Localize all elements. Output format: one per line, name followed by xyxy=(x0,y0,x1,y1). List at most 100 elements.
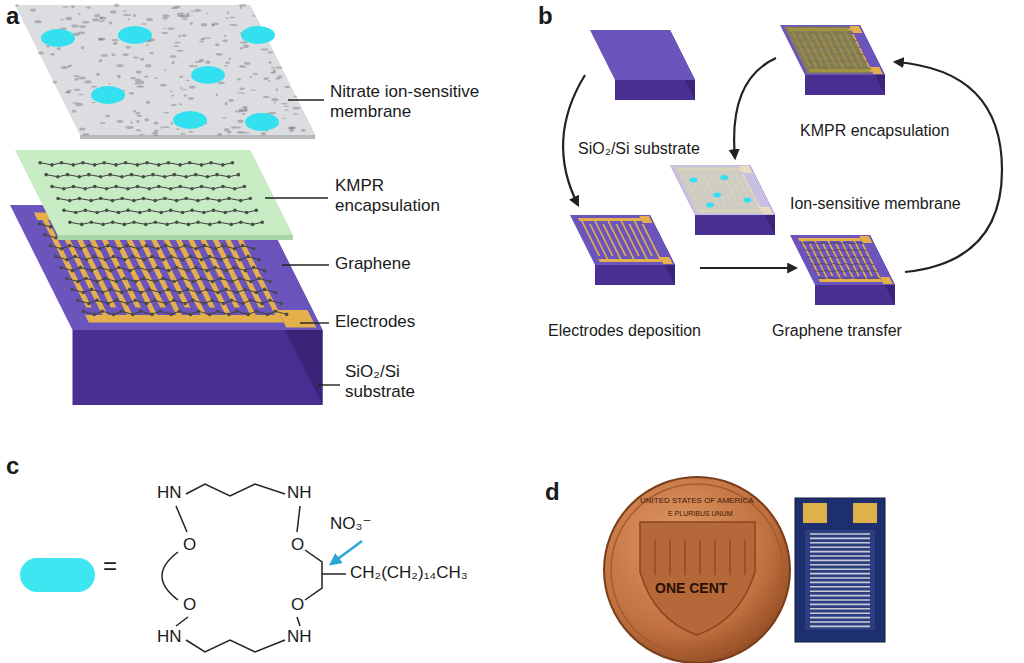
carbon-atom xyxy=(157,163,161,167)
carbon-atom xyxy=(167,288,171,292)
membrane-texture xyxy=(108,83,111,84)
membrane-texture xyxy=(282,118,286,119)
carbon-atom xyxy=(83,187,87,191)
carbon-atom xyxy=(79,247,83,251)
carbon-atom xyxy=(169,313,173,317)
carbon-atom xyxy=(111,220,115,224)
membrane-texture xyxy=(111,39,119,41)
carbon-atom xyxy=(216,291,220,295)
carbon-atom xyxy=(117,266,121,270)
membrane-texture xyxy=(289,129,294,132)
membrane-texture xyxy=(224,35,227,37)
step-label: KMPR encapsulation xyxy=(800,122,949,140)
contact-pad xyxy=(853,503,877,523)
membrane-texture xyxy=(224,65,228,66)
membrane-texture xyxy=(217,82,224,84)
membrane-texture xyxy=(278,75,282,78)
membrane-texture xyxy=(117,120,123,123)
membrane-texture xyxy=(160,84,166,87)
membrane-texture xyxy=(284,106,289,107)
atom-label: O xyxy=(291,595,304,615)
carbon-atom xyxy=(202,211,206,215)
membrane-texture xyxy=(86,6,91,8)
carbon-atom xyxy=(95,280,99,284)
carbon-atom xyxy=(56,175,60,179)
carbon-atom xyxy=(76,280,80,284)
layer-side xyxy=(695,215,775,235)
chip-finger xyxy=(810,582,870,584)
carbon-atom xyxy=(145,161,149,165)
membrane-texture xyxy=(199,41,204,42)
membrane-texture xyxy=(240,6,242,9)
membrane-texture xyxy=(250,89,256,90)
electrode-finger xyxy=(862,244,881,279)
chemical-bonds xyxy=(162,484,346,652)
carbon-atom xyxy=(184,175,188,179)
carbon-atom xyxy=(139,309,143,313)
carbon-atom xyxy=(229,223,233,227)
membrane-texture xyxy=(139,134,145,135)
carbon-atom xyxy=(200,163,204,167)
carbon-atom xyxy=(208,223,212,227)
carbon-atom xyxy=(173,173,177,177)
membrane-texture xyxy=(135,82,142,84)
carbon-atom xyxy=(104,258,108,262)
layer-top xyxy=(15,5,315,135)
carbon-atom xyxy=(218,220,222,224)
membrane-texture xyxy=(237,131,244,134)
carbon-atom xyxy=(87,244,91,248)
membrane-texture xyxy=(182,34,187,36)
carbon-atom xyxy=(175,220,179,224)
atom-label: O xyxy=(291,535,304,555)
carbon-atom xyxy=(233,187,237,191)
carbon-atom xyxy=(241,302,245,306)
membrane-texture xyxy=(136,70,142,73)
leader-line xyxy=(282,264,329,265)
carbon-atom xyxy=(158,291,162,295)
electrode-finger xyxy=(642,224,661,259)
carbon-atom xyxy=(81,161,85,165)
chip-finger xyxy=(810,595,870,597)
carbon-atom xyxy=(93,163,97,167)
carbon-atom xyxy=(197,291,201,295)
carbon-atom xyxy=(183,244,187,248)
carbon-atom xyxy=(222,244,226,248)
carbon-atom xyxy=(156,247,160,251)
carbon-atom xyxy=(101,223,105,227)
carbon-atom xyxy=(93,313,97,317)
membrane-texture xyxy=(170,90,173,91)
membrane-texture xyxy=(206,13,208,14)
ionophore-site xyxy=(118,26,152,44)
membrane-texture xyxy=(195,61,202,63)
membrane-texture xyxy=(253,73,258,75)
graphene-lattice xyxy=(811,264,874,265)
carbon-atom xyxy=(200,185,204,189)
sensor-chip xyxy=(795,498,885,642)
carbon-atom xyxy=(130,173,134,177)
membrane-texture xyxy=(116,64,124,67)
membrane-texture xyxy=(184,94,187,97)
step-label: Ion-sensitive membrane xyxy=(790,195,961,213)
membrane-texture xyxy=(263,96,270,98)
membrane-texture xyxy=(100,17,103,19)
carbon-atom xyxy=(99,175,103,179)
carbon-atom xyxy=(44,173,48,177)
alkyl-chain: CH₂(CH₂)₁₄CH₃ xyxy=(350,563,468,583)
carbon-atom xyxy=(222,302,226,306)
carbon-atom xyxy=(208,313,212,317)
carbon-atom xyxy=(255,291,259,295)
membrane-texture xyxy=(244,62,250,65)
process-arrows xyxy=(563,58,1002,272)
membrane-texture xyxy=(222,39,228,42)
membrane-texture xyxy=(123,53,129,56)
membrane-texture xyxy=(239,65,247,67)
carbon-atom xyxy=(76,299,80,303)
leader-line xyxy=(265,197,328,198)
carbon-atom xyxy=(70,288,74,292)
carbon-atom xyxy=(68,199,72,203)
membrane-texture xyxy=(201,23,207,27)
layer-side xyxy=(815,285,895,305)
carbon-atom xyxy=(80,223,84,227)
carbon-atom xyxy=(81,309,85,313)
electrode-pad xyxy=(870,67,883,74)
